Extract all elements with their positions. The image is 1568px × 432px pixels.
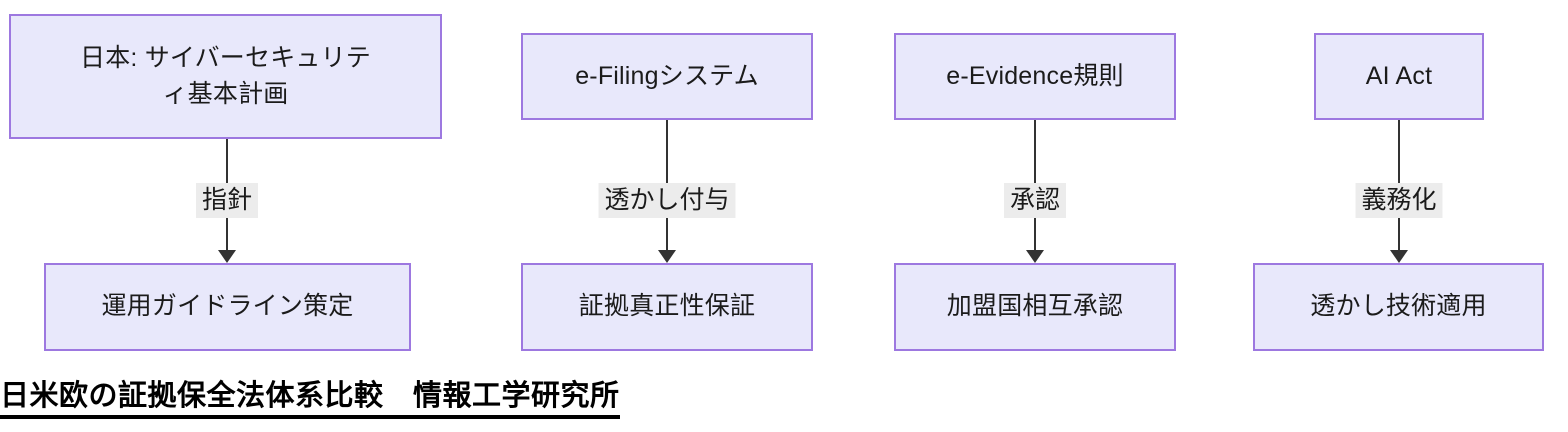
- edge-arrowhead-eevidence-to-mutual: [1026, 250, 1044, 263]
- node-operational-guideline[interactable]: 運用ガイドライン策定: [44, 263, 411, 351]
- edge-arrowhead-efiling-to-authenticity: [658, 250, 676, 263]
- edge-arrowhead-aiact-to-watermark: [1390, 250, 1408, 263]
- edge-label-mandate: 義務化: [1355, 183, 1443, 218]
- diagram-caption: 日米欧の証拠保全法体系比較 情報工学研究所: [0, 380, 620, 420]
- edge-label-approval: 承認: [1003, 183, 1067, 218]
- node-member-state-mutual-recognition[interactable]: 加盟国相互承認: [894, 263, 1176, 351]
- node-efiling-system[interactable]: e-Filingシステム: [521, 33, 813, 120]
- node-jp-cybersecurity-plan[interactable]: 日本: サイバーセキュリテ ィ基本計画: [9, 14, 442, 139]
- node-eevidence-regulation[interactable]: e-Evidence規則: [894, 33, 1176, 120]
- node-watermark-technology-application[interactable]: 透かし技術適用: [1253, 263, 1544, 351]
- edge-label-guideline: 指針: [195, 183, 259, 218]
- edge-arrowhead-jp-plan-to-guideline: [218, 250, 236, 263]
- edge-label-watermark-embedding: 透かし付与: [598, 183, 736, 218]
- node-evidence-authenticity[interactable]: 証拠真正性保証: [521, 263, 813, 351]
- node-ai-act[interactable]: AI Act: [1314, 33, 1484, 120]
